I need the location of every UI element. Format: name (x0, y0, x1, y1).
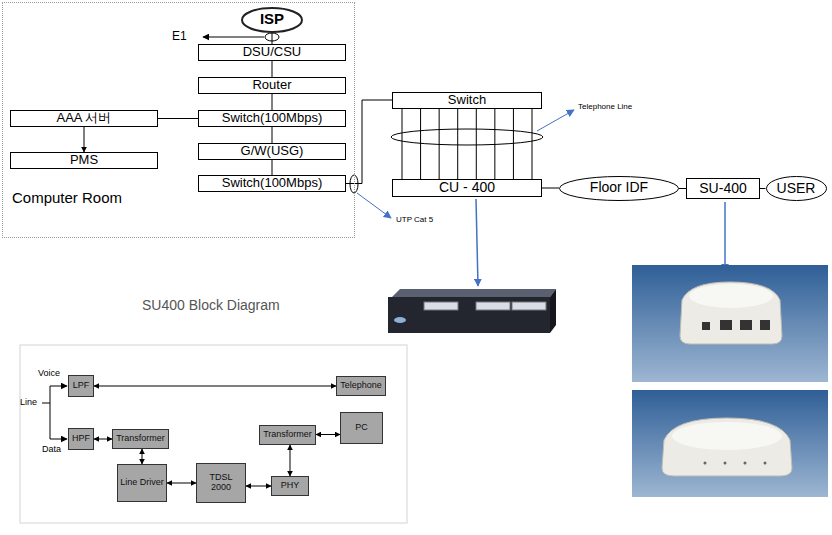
device-box: Switch(100Mbps) (198, 175, 346, 192)
node-text: Telephone (340, 381, 382, 391)
connector (542, 188, 559, 189)
node-text: Transformer (116, 434, 165, 444)
leader-arrow (203, 37, 264, 38)
block-box: PC (340, 412, 383, 444)
node-text: SU-400 (699, 181, 746, 196)
leader-arrow (476, 199, 478, 286)
connector (439, 109, 440, 180)
connector (272, 61, 273, 77)
node-text: Switch(100Mbps) (222, 111, 322, 125)
cable-ellipse (391, 129, 543, 145)
connector (476, 109, 477, 180)
node-text: Router (252, 78, 291, 92)
block-box: Telephone (336, 376, 386, 396)
device-box: G/W(USG) (198, 143, 346, 160)
callout-label: UTP Cat 5 (396, 216, 433, 225)
connector (158, 118, 198, 119)
connector (94, 386, 336, 387)
signal-label: Voice (38, 369, 60, 379)
block-box: LPF (68, 375, 94, 397)
connector (290, 445, 291, 476)
block-box: Line Driver (117, 464, 167, 502)
block-heading: SU400 Block Diagram (142, 298, 280, 313)
device-box: Switch(100Mbps) (198, 110, 346, 127)
device-box: SU-400 (686, 178, 760, 199)
node-text: Line Driver (120, 478, 164, 488)
node-text: Computer Room (12, 190, 122, 207)
connector (246, 486, 271, 487)
server-box: AAA 서버 (10, 110, 158, 127)
user-ellipse: USER (766, 176, 827, 201)
connector (272, 127, 273, 143)
block-box: TDSL 2000 (196, 463, 246, 503)
device-box: Router (198, 77, 346, 94)
signal-label: Line (20, 398, 37, 408)
device-box: Switch (392, 92, 542, 109)
signal-label: E1 (172, 30, 187, 43)
connector (513, 109, 514, 180)
connector (272, 160, 273, 175)
connector (346, 100, 392, 184)
su400-photo (632, 390, 828, 497)
leader-arrow (357, 193, 391, 218)
connector (167, 483, 196, 484)
connector (142, 449, 143, 464)
isp-ellipse: ISP (241, 7, 303, 33)
connector (679, 188, 686, 189)
connector (760, 188, 766, 189)
leader-arrow (537, 110, 574, 131)
connector (94, 439, 112, 440)
connector (272, 33, 273, 45)
node-text: Switch(100Mbps) (222, 176, 322, 190)
node-text: USER (777, 181, 816, 196)
block-box: PHY (271, 476, 309, 496)
node-text: LPF (73, 381, 90, 391)
cu400-device (388, 289, 556, 333)
node-text: G/W(USG) (241, 144, 304, 158)
node-text: ISP (260, 11, 284, 28)
node-text: Transformer (263, 430, 312, 440)
signal-label: Data (42, 445, 61, 455)
node-text: Floor IDF (590, 180, 648, 195)
connector (84, 127, 85, 152)
data-wire (50, 439, 67, 440)
node-text: PHY (281, 481, 300, 491)
node-text: TDSL 2000 (199, 473, 243, 493)
node-text: PC (355, 423, 368, 433)
connector (532, 109, 533, 180)
block-frame (20, 345, 407, 523)
node-text: DSU/CSU (243, 45, 302, 59)
node-text: AAA 서버 (57, 111, 112, 125)
idf-ellipse: Floor IDF (559, 176, 679, 201)
node-text: PMS (70, 153, 98, 167)
callout-label: Telephone Line (578, 103, 632, 112)
block-box: Transformer (112, 429, 169, 449)
node-text: CU - 400 (439, 180, 495, 195)
su400-photo (632, 265, 828, 382)
connector (272, 94, 273, 110)
block-box: Transformer (259, 425, 316, 445)
connector (420, 109, 421, 180)
device-box: CU - 400 (392, 179, 542, 197)
connector (316, 434, 340, 435)
node-text: HPF (72, 434, 90, 444)
server-box: PMS (10, 152, 158, 169)
connector (457, 109, 458, 180)
leader-arrow (724, 202, 726, 271)
line-split-wire (42, 386, 50, 439)
connector (494, 109, 495, 180)
device-box: DSU/CSU (198, 44, 346, 61)
connector (402, 109, 403, 180)
node-text: Switch (448, 93, 486, 107)
voice-wire (50, 386, 67, 387)
block-box: HPF (68, 428, 94, 450)
